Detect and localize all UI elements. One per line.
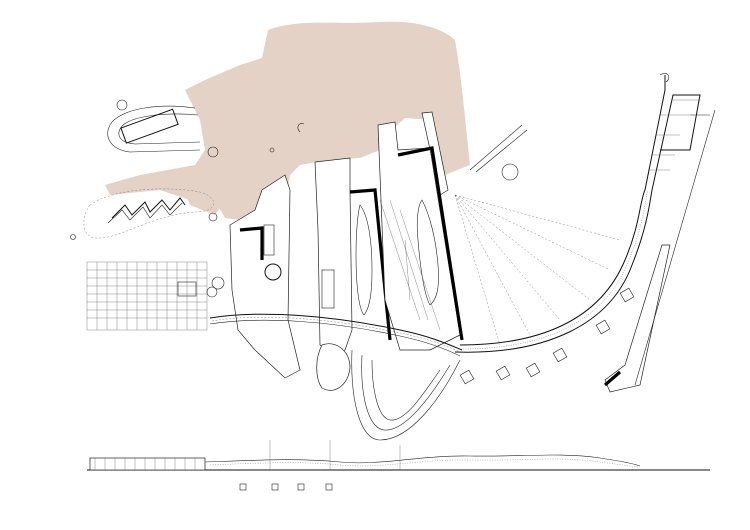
road-network [269,123,528,181]
loop-road-north [70,99,219,240]
ship-dock-right [377,111,464,351]
grid-platform [86,261,225,331]
central-pier [229,174,301,379]
ramp-loops [351,349,461,441]
ship-dock-left [314,157,392,391]
land-wash [105,21,470,220]
street-elevation [87,440,710,491]
serpentine-park [83,188,214,239]
curved-boardwalk [454,73,701,385]
long-jetty [603,109,716,393]
pedestrian-bridge [209,313,463,357]
